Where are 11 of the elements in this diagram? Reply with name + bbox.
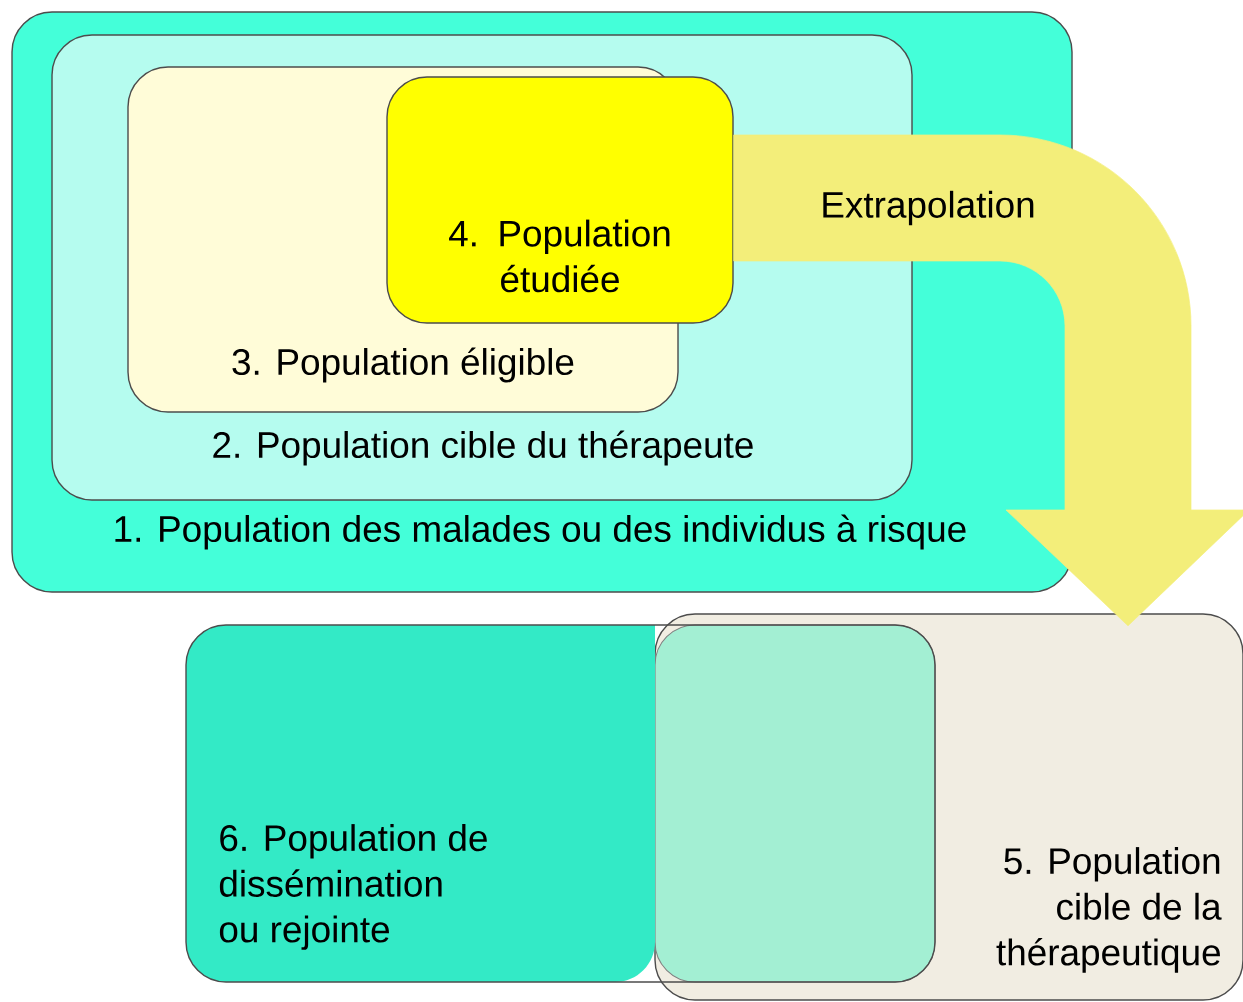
box-label: 3. Population éligible: [232, 347, 574, 383]
box-label: 5. Population cible de la thérapeutique: [996, 847, 1222, 973]
box-label: 4. Population étudiée: [449, 219, 670, 293]
extrapolation-arrow: [733, 134, 1243, 627]
box-label: 1. Population des malades ou des individus à risque: [115, 514, 966, 550]
population-box: [386, 76, 734, 324]
edge-label: Extrapolation: [823, 190, 1034, 226]
population-box: [185, 624, 936, 983]
box-label: 6. Population de dissémination ou rejointe: [219, 824, 487, 950]
box-label: 2. Population cible du thérapeute: [213, 430, 753, 466]
population-box: [654, 613, 1243, 1001]
